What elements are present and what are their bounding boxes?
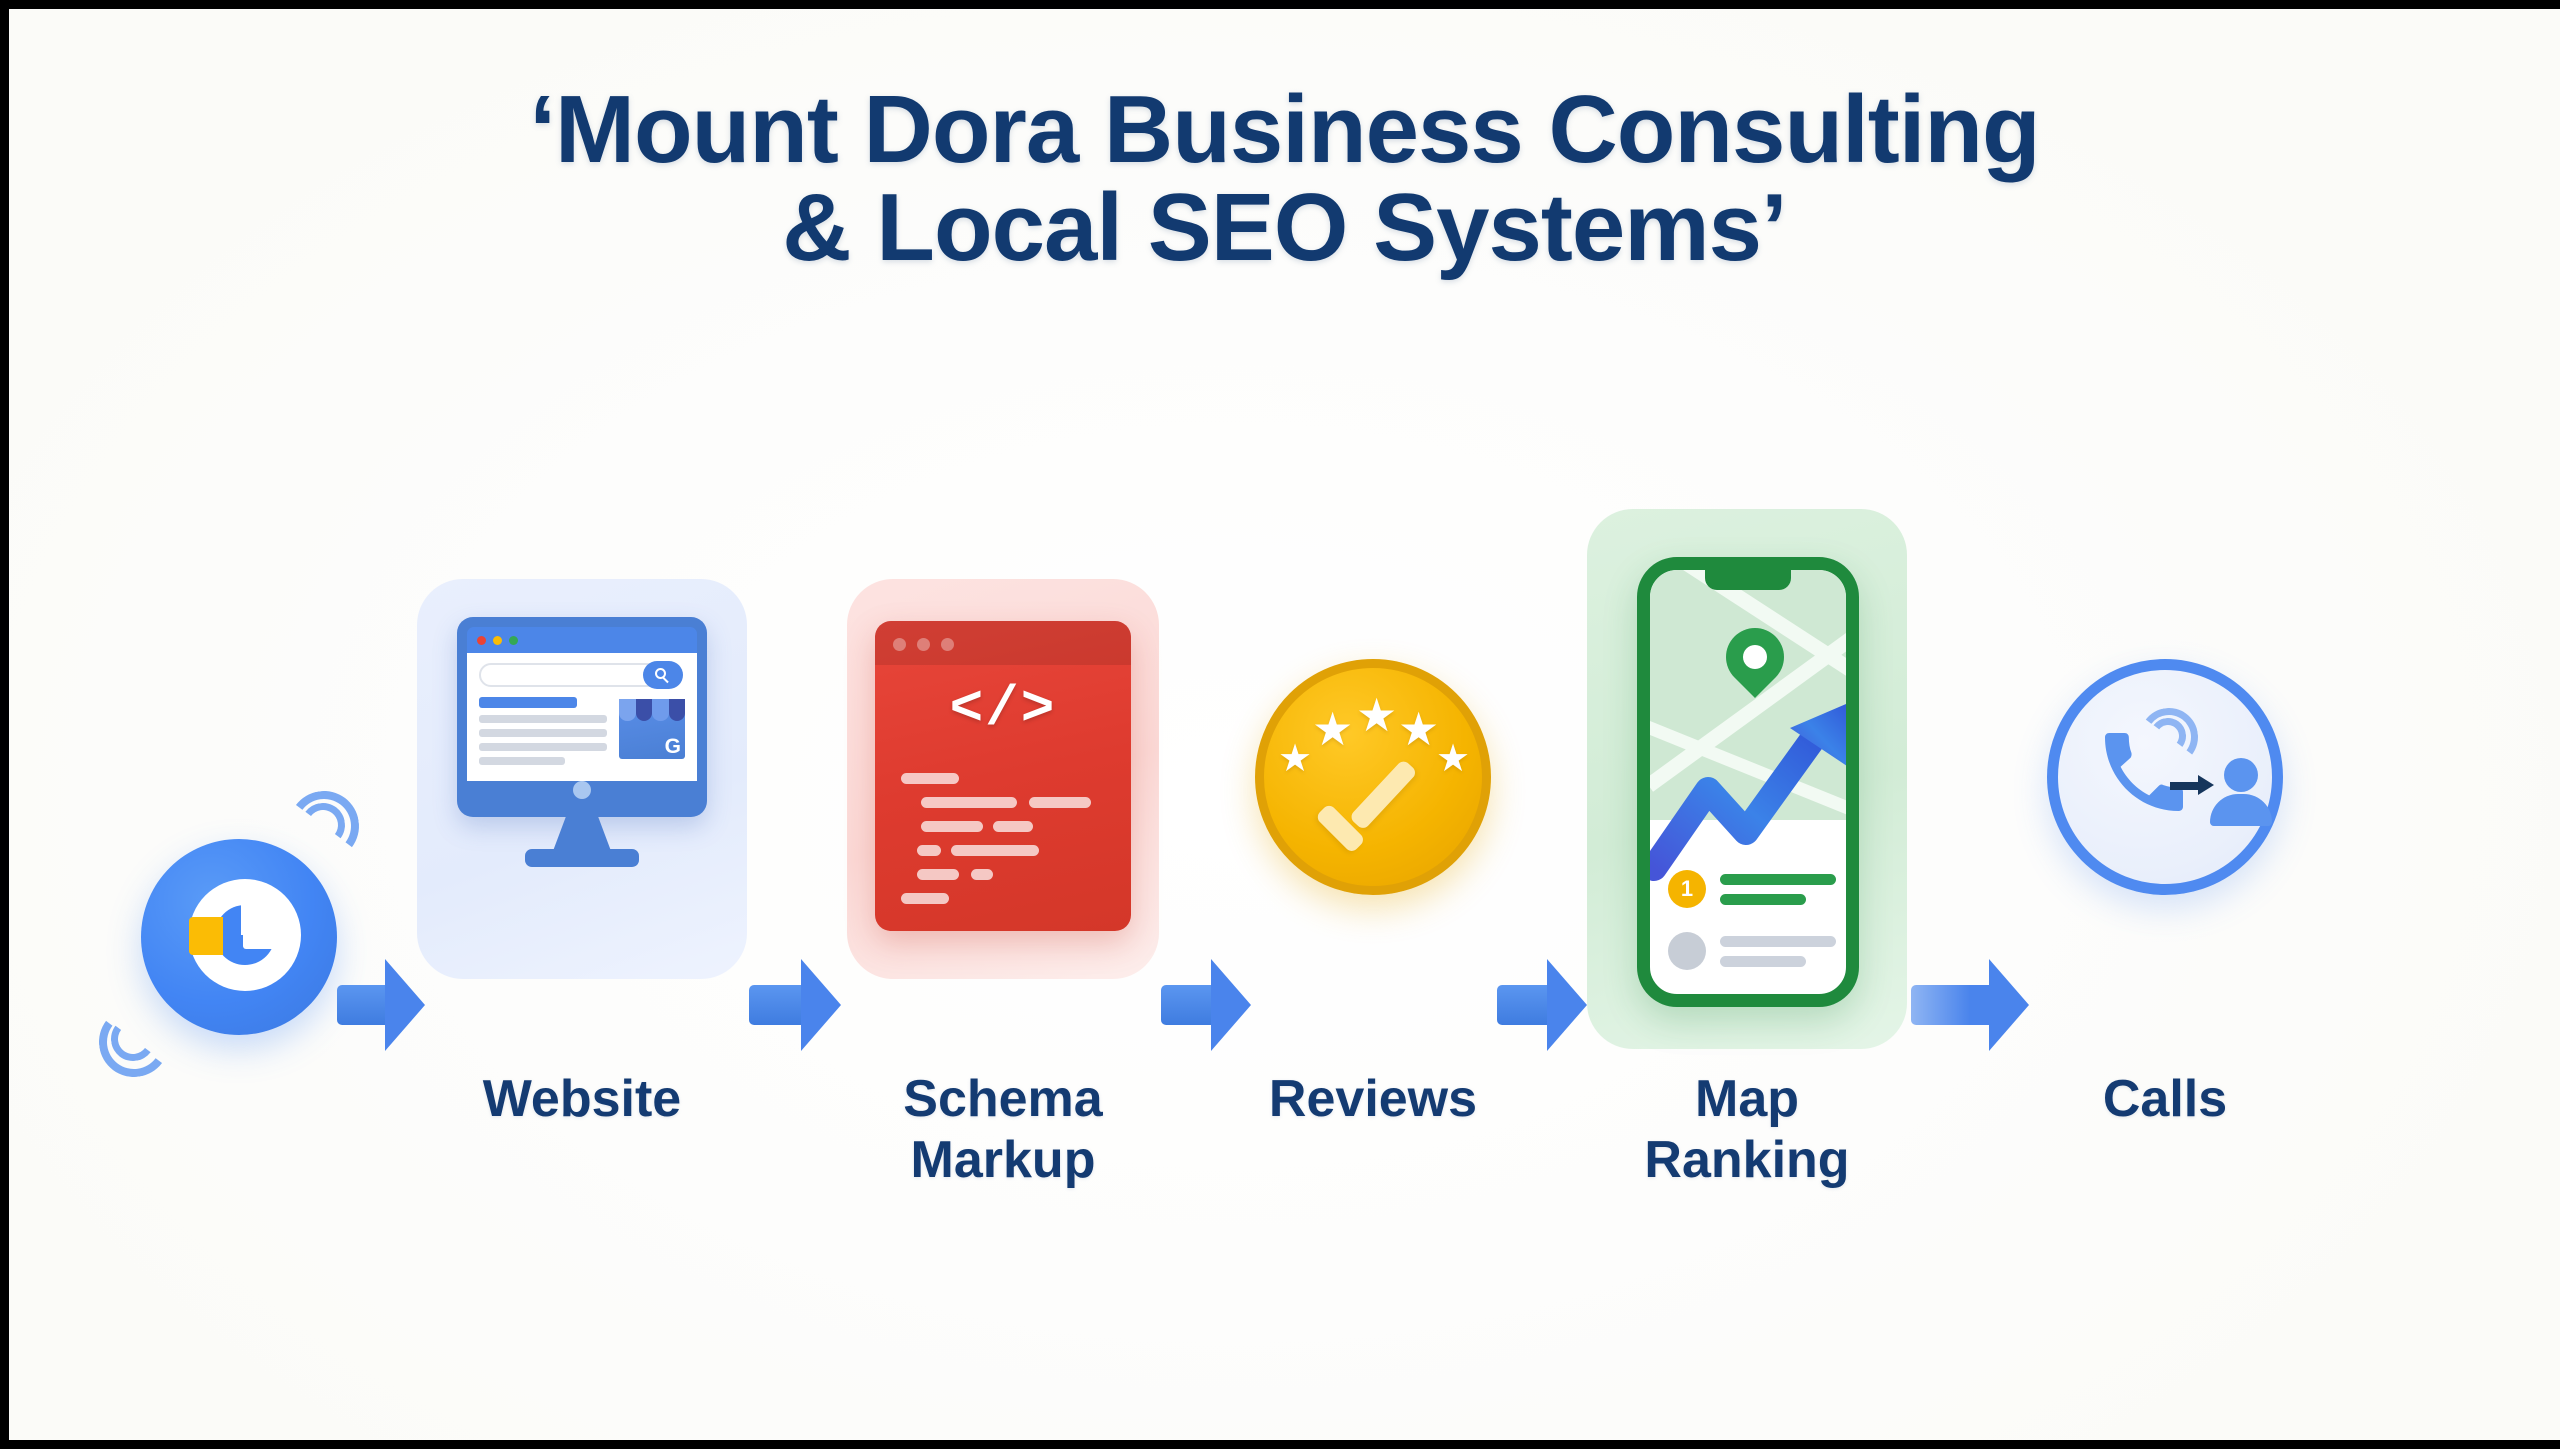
rank-badge: 1 [1668,870,1706,908]
result-line [1720,936,1836,947]
phone-call-to-person-icon [2047,659,2283,895]
phone-map-trending-icon: 1 [1637,557,1859,1007]
window-dot-red [477,636,486,645]
label-website: Website [482,1070,682,1128]
storefront-g-letter: G [664,735,681,758]
avatar [1668,932,1706,970]
code-window-dot [941,638,954,651]
awning-stripe [619,699,636,721]
result-text-line [479,757,565,765]
awning-stripe [668,699,685,721]
star-badge-check-icon: ★ ★ ★ ★ ★ [1255,659,1491,895]
review-star-icon: ★ [1356,689,1398,741]
code-line [901,893,949,904]
review-star-icon: ★ [1312,703,1354,755]
flow-arrow-3 [1161,959,1255,1051]
page-title: ‘Mount Dora Business Consulting & Local … [9,81,2560,277]
trending-up-arrow-icon [1650,704,1846,881]
phone-handset-icon [2105,733,2183,811]
awning-stripe [652,699,669,721]
result-title-line [479,697,577,708]
monitor-led [573,781,591,799]
result-line [1720,894,1806,905]
code-line [917,845,941,856]
result-line [1720,874,1836,885]
flow-arrow-4 [1497,959,1591,1051]
code-line [971,869,993,880]
flow-arrow-2 [749,959,845,1051]
checkmark-icon [1320,774,1428,832]
review-star-icon: ★ [1398,703,1440,755]
flow-arrow-1 [337,959,425,1051]
search-button[interactable] [643,661,683,689]
monitor-stand-foot [525,849,639,867]
google-g-white-ring [189,879,301,991]
result-text-line [479,729,607,737]
code-line [993,821,1033,832]
result-line [1720,956,1806,967]
label-reviews: Reviews [1268,1070,1478,1128]
result-text-line [479,715,607,723]
google-g-icon [141,839,337,1035]
browser-titlebar [467,627,697,653]
code-line [917,869,959,880]
process-flow: G </> [94,509,2449,1082]
label-calls: Calls [2102,1070,2228,1128]
awning-stripe [635,699,652,721]
review-star-icon: ★ [1278,738,1313,780]
code-window-dot [893,638,906,651]
person-body-icon [2210,794,2272,826]
label-map-ranking: Map Ranking [1644,1070,1850,1190]
label-schema-markup: Schema Markup [903,1070,1103,1190]
code-line [901,773,959,784]
title-line-2: & Local SEO Systems’ [782,173,1787,281]
infographic-canvas: ‘Mount Dora Business Consulting & Local … [9,9,2560,1440]
search-input[interactable] [479,663,659,687]
stage-labels: Website Schema Markup Reviews Map Rankin… [129,1069,2449,1269]
code-line [921,821,983,832]
review-star-icon: ★ [1436,738,1471,780]
browser-viewport: G [467,653,697,781]
code-window-dot [917,638,930,651]
call-transfer-arrow-icon [2170,775,2214,795]
code-angle-brackets-icon: </> [949,677,1057,741]
code-line [1029,797,1091,808]
map-surface [1650,570,1846,835]
code-window-titlebar [875,621,1131,665]
flow-arrow-5 [1911,959,2033,1051]
window-dot-green [509,636,518,645]
magnifier-icon [655,668,666,679]
title-line-1: ‘Mount Dora Business Consulting [529,76,2040,183]
signal-arc-icon [284,786,364,866]
result-text-line [479,743,607,751]
person-head-icon [2224,758,2258,792]
phone-notch [1705,570,1791,590]
google-g-crossbar [243,929,291,949]
code-line [951,845,1039,856]
google-g-yellow-arc [189,917,223,955]
code-line [921,797,1017,808]
code-window-icon: </> [875,621,1131,931]
google-business-storefront-icon: G [619,699,685,759]
window-dot-yellow [493,636,502,645]
